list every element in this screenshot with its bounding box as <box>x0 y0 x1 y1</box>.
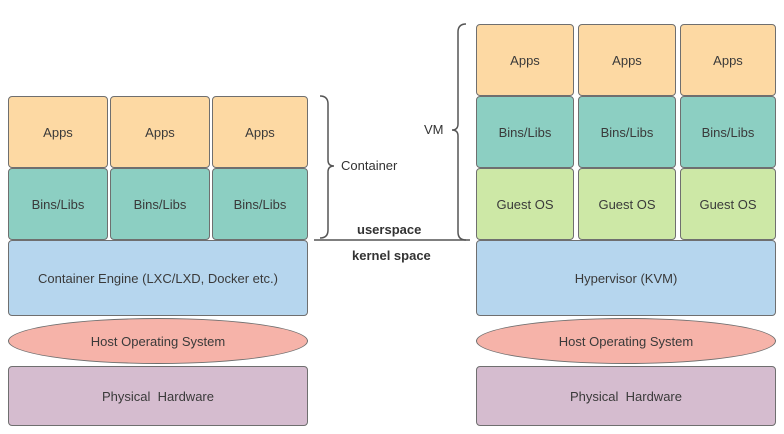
vm-apps-1: Apps <box>476 24 574 96</box>
container-apps-3: Apps <box>212 96 308 168</box>
container-annotation: Container <box>341 158 398 173</box>
vm-apps-2-label: Apps <box>612 52 642 68</box>
vm-hypervisor-label: Hypervisor (KVM) <box>574 270 678 286</box>
vm-bins-1: Bins/Libs <box>476 96 574 168</box>
userspace-label: userspace <box>357 222 422 237</box>
vm-apps-2: Apps <box>578 24 676 96</box>
container-physical-hardware: Physical Hardware <box>8 366 308 426</box>
vm-guest-os-3-label: Guest OS <box>699 196 757 212</box>
vm-physical-hardware: Physical Hardware <box>476 366 776 426</box>
container-apps-1-label: Apps <box>43 124 73 140</box>
container-host-os-label: Host Operating System <box>90 333 226 349</box>
vm-guest-os-1-label: Guest OS <box>496 196 554 212</box>
vm-guest-os-2: Guest OS <box>578 168 676 240</box>
container-apps-3-label: Apps <box>245 124 275 140</box>
container-bins-2: Bins/Libs <box>110 168 210 240</box>
container-engine: Container Engine (LXC/LXD, Docker etc.) <box>8 240 308 316</box>
container-physical-hardware-label: Physical Hardware <box>102 388 214 404</box>
vm-host-os: Host Operating System <box>476 318 776 364</box>
vm-brace <box>451 23 467 241</box>
vm-host-os-label: Host Operating System <box>558 333 694 349</box>
container-bins-1: Bins/Libs <box>8 168 108 240</box>
container-bins-3-label: Bins/Libs <box>233 196 287 212</box>
container-apps-2: Apps <box>110 96 210 168</box>
kernel-space-label: kernel space <box>352 248 431 263</box>
vm-hypervisor: Hypervisor (KVM) <box>476 240 776 316</box>
container-bins-1-label: Bins/Libs <box>31 196 85 212</box>
container-bins-3: Bins/Libs <box>212 168 308 240</box>
container-bins-2-label: Bins/Libs <box>133 196 187 212</box>
vm-guest-os-3: Guest OS <box>680 168 776 240</box>
vm-bins-2: Bins/Libs <box>578 96 676 168</box>
vm-apps-3: Apps <box>680 24 776 96</box>
vm-annotation: VM <box>424 122 444 137</box>
vm-bins-3-label: Bins/Libs <box>701 124 755 140</box>
container-host-os: Host Operating System <box>8 318 308 364</box>
vm-bins-2-label: Bins/Libs <box>600 124 654 140</box>
vm-apps-1-label: Apps <box>510 52 540 68</box>
vm-bins-3: Bins/Libs <box>680 96 776 168</box>
vm-bins-1-label: Bins/Libs <box>498 124 552 140</box>
container-apps-2-label: Apps <box>145 124 175 140</box>
vm-apps-3-label: Apps <box>713 52 743 68</box>
vm-guest-os-1: Guest OS <box>476 168 574 240</box>
vm-physical-hardware-label: Physical Hardware <box>570 388 682 404</box>
container-apps-1: Apps <box>8 96 108 168</box>
container-brace <box>319 95 335 239</box>
container-engine-label: Container Engine (LXC/LXD, Docker etc.) <box>38 270 278 286</box>
vm-guest-os-2-label: Guest OS <box>598 196 656 212</box>
